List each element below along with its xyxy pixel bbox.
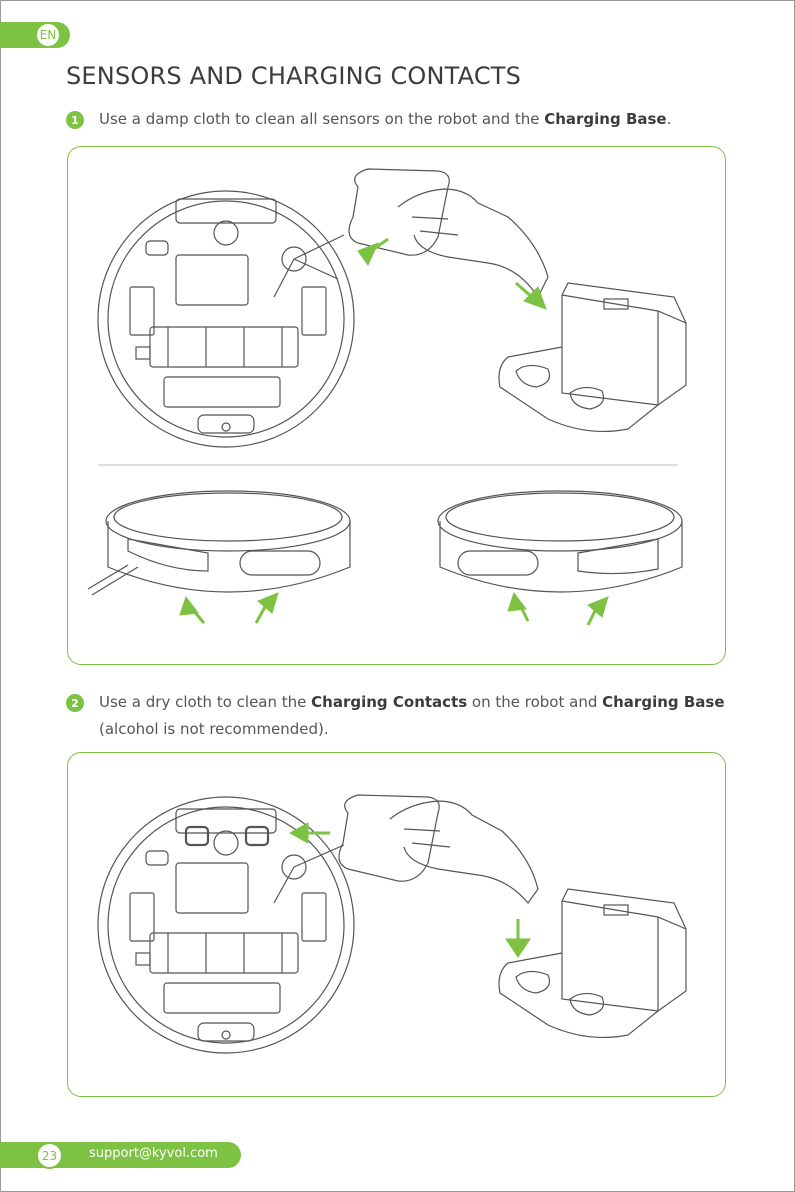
step-1-text-before: Use a damp cloth to clean all sensors on… — [99, 110, 544, 128]
page-number: 23 — [36, 1142, 63, 1169]
charging-base-icon — [499, 889, 686, 1037]
step-2-text-line2: (alcohol is not recommended). — [99, 717, 329, 742]
hand-cloth-icon — [349, 169, 548, 297]
support-email-link[interactable]: support@kyvol.com — [89, 1146, 218, 1161]
step-2-text-before: Use a dry cloth to clean the — [99, 693, 311, 711]
step-1-highlight: Charging Base — [544, 110, 666, 128]
step-1-illustration — [68, 147, 727, 666]
page-title: SENSORS AND CHARGING CONTACTS — [66, 62, 521, 90]
step-1-number: 1 — [66, 111, 84, 129]
charging-base-icon — [499, 283, 686, 431]
robot-side-icon — [88, 491, 682, 595]
step-2-number: 2 — [66, 694, 84, 712]
arrow-icon — [180, 593, 608, 625]
step-2-illustration — [68, 753, 727, 1098]
step-2-text-middle: on the robot and — [467, 693, 602, 711]
language-badge: EN — [35, 22, 61, 48]
step-1-illustration-panel — [67, 146, 726, 665]
step-2-highlight-base: Charging Base — [602, 693, 724, 711]
step-2-illustration-panel — [67, 752, 726, 1097]
step-1-text-after: . — [667, 110, 672, 128]
hand-cloth-icon — [339, 795, 538, 903]
step-2-highlight-contacts: Charging Contacts — [311, 693, 467, 711]
step-2-text: Use a dry cloth to clean the Charging Co… — [99, 690, 725, 715]
robot-underside-icon — [98, 191, 354, 447]
robot-underside-icon — [98, 797, 354, 1053]
step-1-text: Use a damp cloth to clean all sensors on… — [99, 107, 671, 132]
